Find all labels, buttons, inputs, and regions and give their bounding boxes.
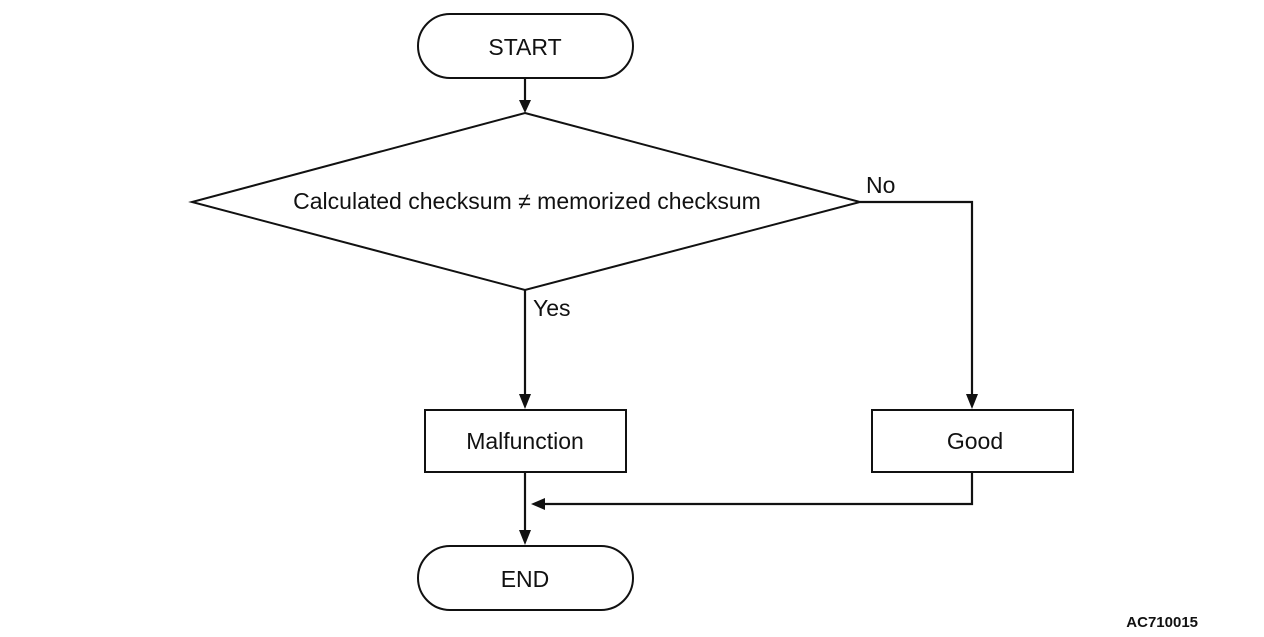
decision-label: Calculated checksum ≠ memorized checksum bbox=[293, 188, 761, 214]
malfunction-node: Malfunction bbox=[424, 409, 627, 473]
connector-malfunction-to-end bbox=[519, 472, 531, 545]
malfunction-label: Malfunction bbox=[466, 428, 584, 454]
connector-no-to-good bbox=[860, 200, 978, 409]
figure-id: AC710015 bbox=[1126, 614, 1198, 631]
branch-yes-label: Yes bbox=[533, 295, 571, 321]
decision-node: Calculated checksum ≠ memorized checksum bbox=[188, 111, 864, 292]
start-node: START bbox=[417, 13, 634, 79]
good-label: Good bbox=[947, 428, 1003, 454]
end-label: END bbox=[501, 566, 550, 592]
connector-yes-to-malfunction bbox=[519, 290, 531, 409]
start-label: START bbox=[488, 34, 561, 60]
connector-start-to-decision bbox=[519, 78, 531, 113]
connector-good-to-merge bbox=[531, 472, 974, 510]
end-node: END bbox=[417, 545, 634, 611]
branch-no-label: No bbox=[866, 172, 895, 198]
good-node: Good bbox=[871, 409, 1074, 473]
